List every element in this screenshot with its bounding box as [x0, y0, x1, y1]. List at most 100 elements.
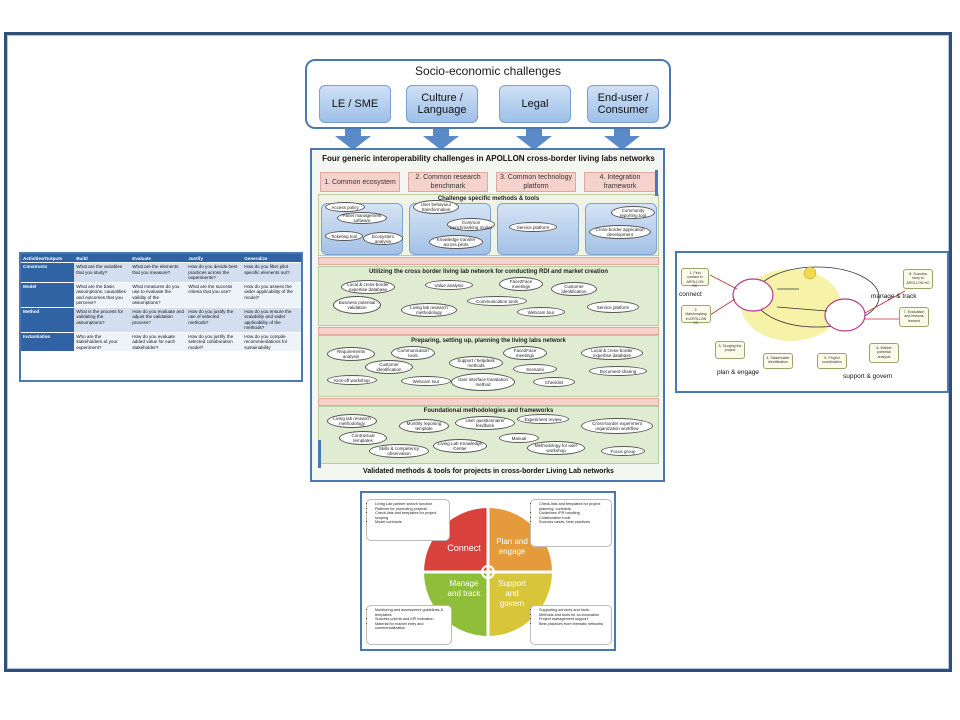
method-node: Face2Face meetings: [499, 277, 543, 291]
table-header: Activities/Outputs: [21, 254, 75, 263]
table-cell: What are the success criteria that you u…: [186, 281, 243, 307]
note-item: Best practices from thematic networks: [539, 622, 608, 627]
connector-line: [864, 290, 906, 314]
note-item: Success cases, best practices: [539, 520, 608, 525]
note-item: Check-lists and templates for project sc…: [375, 511, 446, 520]
method-node: Face2Face meetings: [503, 346, 547, 360]
table-cell: Constructs: [21, 262, 75, 282]
note-item: Collaboration tools: [539, 516, 608, 521]
method-node: User questionnaire/ feedback: [455, 416, 515, 430]
quadrant-label-plan: Plan and engage: [496, 537, 528, 556]
method-node: Methodology for user workshop: [527, 441, 585, 455]
quadrant-label-connect: Connect: [447, 543, 481, 553]
note-item: Monitoring and assessment guidelines & t…: [375, 608, 448, 617]
method-node: Service platform: [509, 222, 557, 232]
table-cell: How do you ensure the scalability and wi…: [242, 306, 301, 332]
method-node: Living Lab Knowledge Center: [433, 439, 487, 453]
label-plan-engage: plan & engage: [717, 369, 759, 376]
table-cell: Who are the stakeholders at your experim…: [74, 331, 131, 351]
note-item: Check-lists and templates for project pl…: [539, 502, 608, 511]
table-header-row: Activities/Outputs Build Evaluate Justif…: [21, 254, 301, 263]
label-connect: connect: [679, 291, 702, 298]
process-note: 7. Evaluation and lessons learned: [899, 307, 929, 327]
cycle-diagram: [423, 507, 553, 637]
table-cell: What are the basic assumptions, causalit…: [74, 281, 131, 307]
table-cell: What are the variables that you study?: [74, 262, 131, 282]
table-cell: Instantiation: [21, 331, 75, 351]
table-cell: How do you evaluate added value for each…: [130, 331, 187, 351]
table-cell: How do you evaluate and adjust the valid…: [130, 306, 187, 332]
method-node: Webcam tour: [401, 376, 451, 386]
table-cell: Method: [21, 306, 75, 332]
method-node: Local & cross-border expertise database: [581, 346, 643, 360]
process-diagram: [709, 266, 906, 341]
method-node: Customer identification: [551, 282, 597, 296]
process-note: 8. Success story to APOLLON KC: [903, 269, 933, 289]
note-plan: Check-lists and templates for project pl…: [530, 499, 612, 547]
table-cell: What are the elements that you measure?: [130, 262, 187, 282]
method-node: Community reporting tool: [611, 206, 655, 219]
method-node: User behaviour transformation: [413, 200, 459, 214]
method-node: Local & cross-border expertise database: [341, 280, 395, 294]
note-item: Living Lab partner search function: [375, 502, 446, 507]
quadrant-label-support: Support and govern: [497, 579, 527, 608]
method-node: User interface translation method: [451, 373, 515, 391]
quadrant-plan: [488, 508, 552, 572]
center-title: Four generic interoperability challenges…: [322, 154, 655, 163]
down-arrow-stem-3: [526, 129, 542, 137]
process-note: 6. Market potential analysis: [869, 343, 899, 363]
cycle-center-icon: [481, 565, 495, 579]
method-node: Communication tools: [467, 296, 527, 306]
note-item: Model contracts: [375, 520, 446, 525]
method-node: Experiment review: [517, 414, 569, 424]
center-footer: Validated methods & tools for projects i…: [363, 468, 614, 475]
method-node: Kick-off workshop: [327, 375, 377, 385]
quadrant-support: [488, 572, 552, 636]
band2-title: Utilizing the cross border living lab ne…: [368, 269, 609, 275]
down-arrow-stem-4: [614, 129, 630, 137]
table-header: Build: [74, 254, 131, 263]
band4-title: Foundational methodologies and framework…: [423, 408, 554, 414]
band-challenge-specific: Challenge specific methods & tools Acces…: [318, 194, 659, 256]
connector-line: [709, 298, 736, 316]
pink-strip: [318, 257, 659, 265]
table-cell: How do you filter pilot specific element…: [242, 262, 301, 282]
method-node: Service platform: [587, 301, 639, 313]
note-item: Platform for promoting projects: [375, 507, 446, 512]
label-manage-track: manage & track: [871, 293, 917, 300]
table-cell: What measures do you use to evaluate the…: [130, 281, 187, 307]
table-cell: What is the process for validating the a…: [74, 306, 131, 332]
method-node: Value analysis: [425, 280, 473, 290]
method-node: Scenario: [513, 364, 557, 374]
band-foundational: Foundational methodologies and framework…: [318, 406, 659, 464]
socio-economic-panel: Socio-economic challenges LE / SME Cultu…: [305, 59, 671, 129]
method-node: Contractual templates: [339, 431, 387, 445]
down-arrow-stem-2: [433, 129, 449, 137]
column-technology-platform: 3. Common technology platform: [496, 172, 576, 192]
table-row: Model What are the basic assumptions, ca…: [21, 281, 301, 307]
band1-title: Challenge specific methods & tools: [437, 196, 540, 202]
note-item: Success criteria and KPI indication: [375, 617, 448, 622]
method-node: Living lab research methodology: [401, 303, 457, 317]
process-note: 4. Stakeholder identification: [763, 353, 793, 369]
arrow-line: [776, 306, 828, 312]
method-node: Support / helpdesk methods: [449, 356, 503, 370]
column-common-ecosystem: 1. Common ecosystem: [320, 172, 400, 192]
table-row: Constructs What are the variables that y…: [21, 262, 301, 282]
pink-strip: [318, 398, 659, 406]
method-node: Skills & competency observation: [369, 444, 429, 458]
down-arrow-stem-1: [345, 129, 361, 137]
cycle-panel: Connect Plan and engage Manage and track…: [360, 491, 616, 651]
method-node: Ticketing tool: [325, 231, 363, 241]
dsr-table-panel: Activities/Outputs Build Evaluate Justif…: [19, 252, 303, 382]
socio-item-end-user: End-user / Consumer: [587, 85, 659, 123]
method-node: Checklist: [533, 377, 575, 387]
column-integration-framework: 4. Integration framework: [584, 172, 656, 192]
note-item: Guidelines IPR handling: [539, 511, 608, 516]
method-node: Access policy: [325, 202, 365, 212]
method-node: Focus group: [601, 446, 645, 456]
note-support: Supporting services and tools: Methods a…: [530, 605, 612, 645]
up-arrow-icon: [318, 440, 321, 468]
note-connect: Living Lab partner search function Platf…: [366, 499, 450, 541]
pink-strip: [318, 327, 659, 335]
